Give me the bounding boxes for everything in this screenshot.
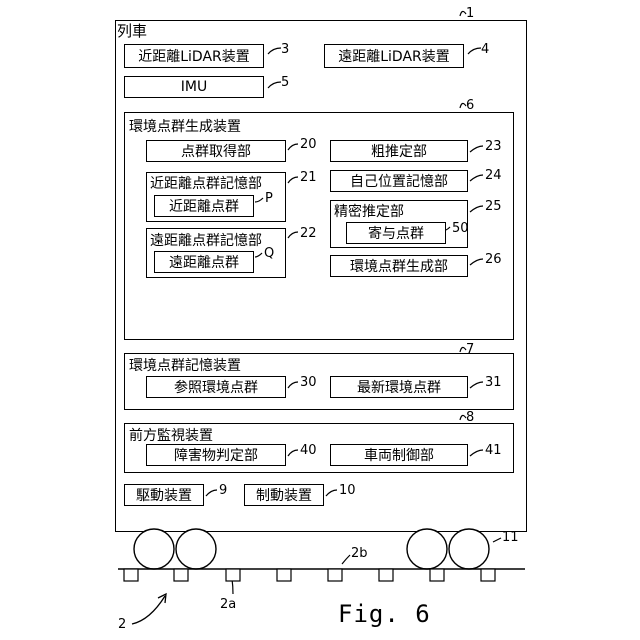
tie [328,569,342,581]
leader-22 [288,232,298,238]
wheel-4 [449,529,489,569]
leader-40 [288,450,298,456]
tie [174,569,188,581]
leader-10 [326,490,337,496]
tie [124,569,138,581]
figure-caption: Fig. 6 [338,600,431,628]
leader-31 [470,382,483,388]
leader-Q [255,253,262,257]
tie [277,569,291,581]
leader-9 [206,490,217,496]
leader-50 [446,227,450,230]
leader-25 [470,206,483,212]
leader-21 [288,177,298,183]
leader-8 [460,415,466,420]
leader-41 [470,450,483,456]
leader-24 [470,175,483,181]
leader-P [255,198,263,202]
leader-2b [342,555,350,564]
tie [226,569,240,581]
leader-30 [288,382,298,388]
leader-1 [460,11,466,16]
leader-3 [268,48,281,54]
wheel-3 [407,529,447,569]
leader-6 [460,103,466,108]
leader-20 [288,144,298,150]
tie [430,569,444,581]
leader-23 [470,146,483,152]
arrow-2 [132,596,165,624]
leader-5 [268,82,281,88]
leader-7 [460,347,466,352]
leader-11 [493,538,501,542]
leader-4 [468,48,481,54]
wheel-2 [176,529,216,569]
wheel-1 [134,529,174,569]
leader-26 [470,259,483,265]
tie [481,569,495,581]
tie [379,569,393,581]
